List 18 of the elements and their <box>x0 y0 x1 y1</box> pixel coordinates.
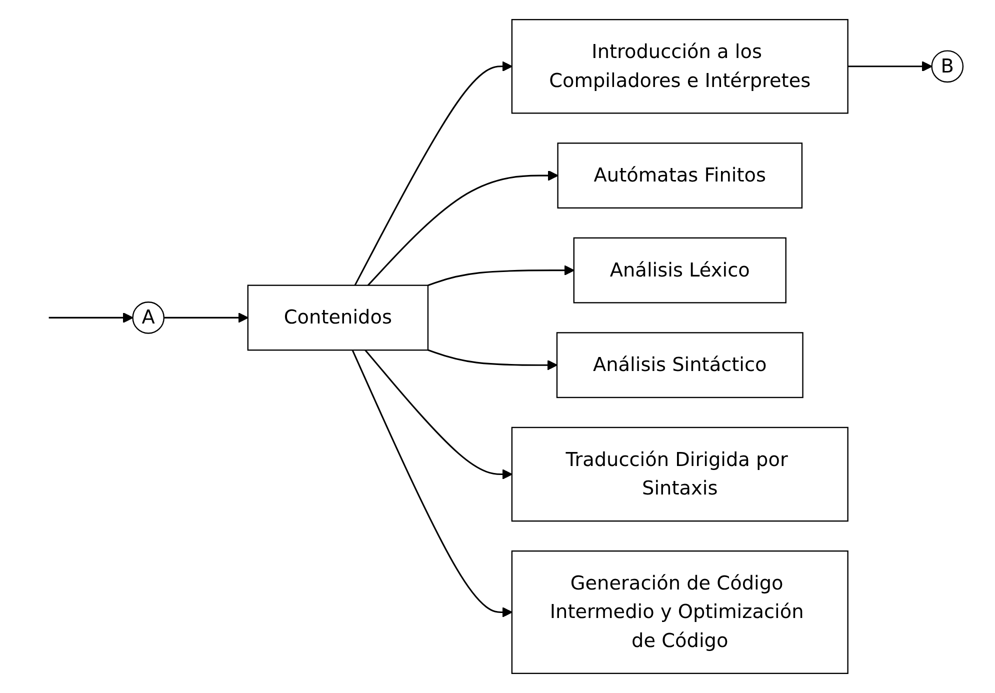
arrow <box>428 265 574 286</box>
node-circle: B <box>931 50 964 83</box>
arrow <box>354 61 512 286</box>
arrow <box>352 350 512 618</box>
node-box: Generación de Código Intermedio y Optimización de Código <box>511 550 848 674</box>
node-box: Traducción Dirigida por Sintaxis <box>511 426 848 522</box>
arrow <box>367 170 558 286</box>
node-box: Análisis Sintáctico <box>556 332 804 398</box>
node-box: Análisis Léxico <box>573 237 786 304</box>
node-box: Contenidos <box>247 284 429 351</box>
arrow <box>364 350 512 480</box>
node-circle: A <box>132 302 165 334</box>
arrow <box>164 312 248 323</box>
arrow <box>428 349 558 370</box>
node-box: Introducción a los Compiladores e Intérpretes <box>511 19 848 114</box>
node-box: Autómatas Finitos <box>557 142 803 209</box>
arrow <box>848 61 932 72</box>
arrow <box>48 312 134 323</box>
